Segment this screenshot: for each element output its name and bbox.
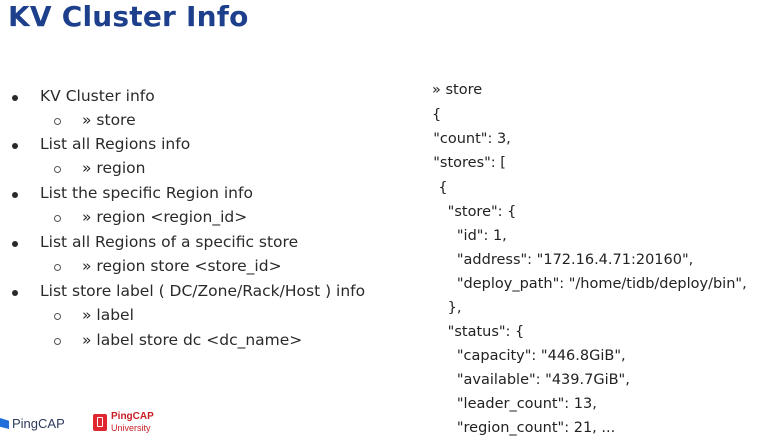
code-line: "leader_count": 13,: [420, 396, 597, 412]
code-line: "id": 1,: [420, 228, 507, 244]
bullet-text: List all Regions of a specific store: [40, 233, 299, 251]
code-line: {: [420, 180, 448, 196]
pingcap-mark-icon: [0, 418, 9, 429]
bullet-text: KV Cluster info: [40, 87, 155, 105]
sub-bullet-ring: [54, 338, 61, 345]
code-line: "address": "172.16.4.71:20160",: [420, 252, 694, 268]
university-logo-top: PingCAP: [111, 411, 154, 422]
sub-bullet-text: » label: [82, 306, 134, 324]
code-line: {: [432, 107, 442, 123]
sub-bullet-ring: [54, 118, 61, 125]
sub-bullet-text: » label store dc <dc_name>: [82, 331, 303, 349]
code-line: "count": 3,: [424, 131, 511, 147]
code-line: "status": {: [420, 324, 525, 340]
slide-title: KV Cluster Info: [8, 0, 249, 33]
sub-bullet-ring: [54, 166, 61, 173]
code-line: "deploy_path": "/home/tidb/deploy/bin",: [420, 276, 747, 292]
code-line: » store: [432, 82, 483, 98]
bullet-text: List the specific Region info: [40, 184, 253, 202]
sub-bullet-text: » store: [82, 111, 136, 129]
code-line: "region_count": 21, ...: [420, 420, 616, 436]
code-line: },: [420, 300, 462, 316]
bullet-text: List all Regions info: [40, 135, 191, 153]
university-logo-bottom: University: [111, 423, 151, 433]
code-line: "capacity": "446.8GiB",: [420, 348, 626, 364]
university-badge-icon: [93, 414, 107, 431]
sub-bullet-text: » region: [82, 159, 146, 177]
pingcap-logo-text: PingCAP: [12, 416, 65, 431]
code-line: "available": "439.7GiB",: [420, 372, 630, 388]
pingcap-logo: PingCAP: [0, 416, 65, 431]
bullet-dot: [12, 95, 18, 101]
bullet-dot: [12, 241, 18, 247]
code-line: "stores": [: [424, 155, 506, 171]
bullet-dot: [12, 290, 18, 296]
sub-bullet-ring: [54, 313, 61, 320]
code-line: "store": {: [420, 204, 517, 220]
sub-bullet-text: » region <region_id>: [82, 208, 248, 226]
bullet-dot: [12, 192, 18, 198]
bullet-text: List store label ( DC/Zone/Rack/Host ) i…: [40, 282, 366, 300]
sub-bullet-text: » region store <store_id>: [82, 257, 282, 275]
sub-bullet-ring: [54, 215, 61, 222]
sub-bullet-ring: [54, 264, 61, 271]
bullet-dot: [12, 143, 18, 149]
